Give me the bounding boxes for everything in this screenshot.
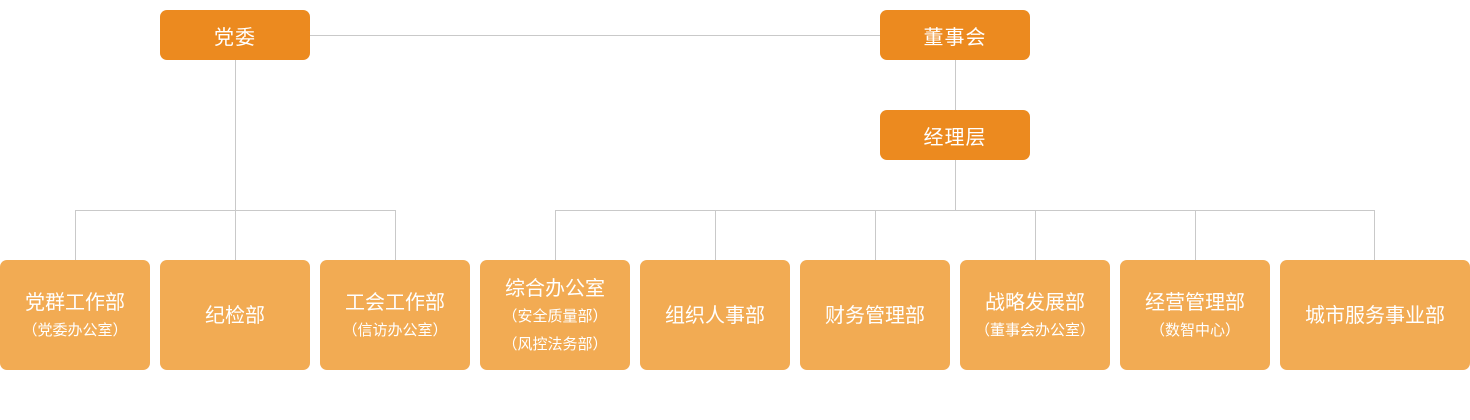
dept-discipline-inspection: 纪检部 bbox=[160, 260, 310, 370]
party-committee-node: 党委 bbox=[160, 10, 310, 60]
connector-dept-0 bbox=[75, 210, 76, 260]
party-committee-label: 党委 bbox=[214, 24, 256, 49]
connector-board-management bbox=[955, 60, 956, 110]
connector-dept-7 bbox=[1195, 210, 1196, 260]
dept-urban-services: 城市服务事业部 bbox=[1280, 260, 1470, 370]
dept-name: 党群工作部 bbox=[25, 290, 125, 314]
dept-strategy-development: 战略发展部 （董事会办公室） bbox=[960, 260, 1110, 370]
dept-name: 城市服务事业部 bbox=[1305, 303, 1445, 327]
connector-dept-3 bbox=[555, 210, 556, 260]
management-node: 经理层 bbox=[880, 110, 1030, 160]
connector-management-branch bbox=[555, 210, 1375, 211]
dept-operation-management: 经营管理部 （数智中心） bbox=[1120, 260, 1270, 370]
management-label: 经理层 bbox=[923, 124, 987, 149]
dept-party-mass-work: 党群工作部 （党委办公室） bbox=[0, 260, 150, 370]
board-node: 董事会 bbox=[880, 10, 1030, 60]
connector-dept-8 bbox=[1374, 210, 1375, 260]
dept-general-office: 综合办公室 （安全质量部） （风控法务部） bbox=[480, 260, 630, 370]
connector-dept-5 bbox=[875, 210, 876, 260]
connector-dept-2 bbox=[395, 210, 396, 260]
board-label: 董事会 bbox=[923, 24, 987, 49]
connector-party-down bbox=[235, 60, 236, 210]
dept-name: 综合办公室 bbox=[505, 276, 605, 300]
dept-sub-label: （安全质量部） bbox=[502, 307, 608, 325]
dept-name: 纪检部 bbox=[205, 303, 265, 327]
dept-trade-union: 工会工作部 （信访办公室） bbox=[320, 260, 470, 370]
connector-party-board bbox=[310, 35, 880, 36]
connector-dept-1 bbox=[235, 210, 236, 260]
dept-name: 战略发展部 bbox=[985, 290, 1085, 314]
dept-name: 经营管理部 bbox=[1145, 290, 1245, 314]
connector-management-down bbox=[955, 160, 956, 210]
dept-sub-label: （风控法务部） bbox=[502, 335, 608, 353]
dept-name: 工会工作部 bbox=[345, 290, 445, 314]
connector-dept-6 bbox=[1035, 210, 1036, 260]
dept-finance: 财务管理部 bbox=[800, 260, 950, 370]
dept-name: 财务管理部 bbox=[825, 303, 925, 327]
dept-sub-label: （董事会办公室） bbox=[974, 321, 1095, 339]
dept-sub-label: （党委办公室） bbox=[22, 321, 128, 339]
connector-dept-4 bbox=[715, 210, 716, 260]
dept-name: 组织人事部 bbox=[665, 303, 765, 327]
dept-sub-label: （信访办公室） bbox=[342, 321, 448, 339]
dept-organization-hr: 组织人事部 bbox=[640, 260, 790, 370]
dept-sub-label: （数智中心） bbox=[1149, 321, 1240, 339]
